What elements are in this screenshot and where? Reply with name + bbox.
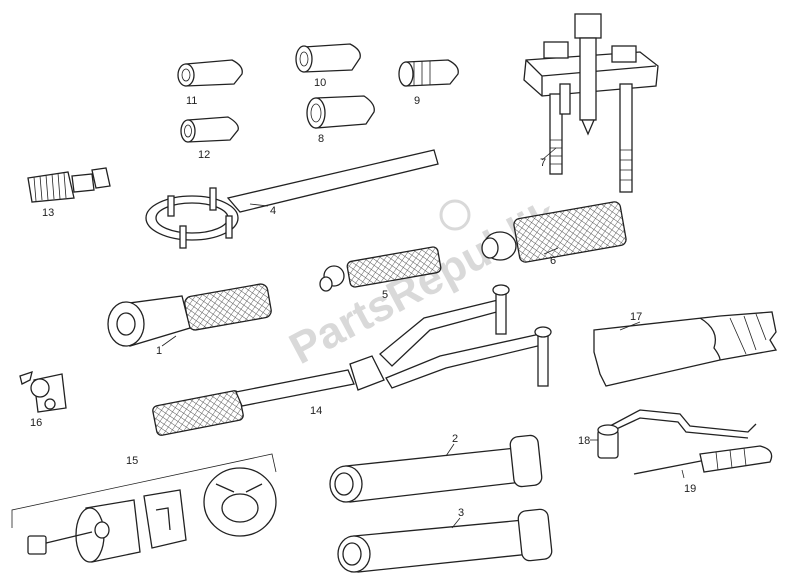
- part-6-knurled-drift: [481, 201, 627, 263]
- label-3: 3: [458, 507, 464, 519]
- part-8-tapered-sleeve: [306, 95, 375, 129]
- watermark-gear-icon: [439, 199, 471, 231]
- part-11-tapered-sleeve: [177, 59, 243, 87]
- part-4-pin-spanner-wrench: [145, 149, 439, 249]
- label-9: 9: [414, 95, 420, 107]
- label-14: 14: [310, 405, 322, 417]
- part-13-threaded-adapter: [27, 167, 111, 203]
- label-1: 1: [156, 345, 162, 357]
- label-11: 11: [186, 95, 197, 107]
- part-16-small-gear-tool: [19, 371, 67, 413]
- label-6: 6: [550, 255, 556, 267]
- label-13: 13: [42, 207, 54, 219]
- label-16: 16: [30, 417, 42, 429]
- label-12: 12: [198, 149, 210, 161]
- label-15: 15: [126, 455, 138, 467]
- part-9-slotted-sleeve: [398, 59, 459, 87]
- part-10-tapered-sleeve: [295, 43, 361, 73]
- part-15-bearing-extractor-set: [11, 453, 277, 563]
- label-8: 8: [318, 133, 324, 145]
- label-5: 5: [382, 289, 388, 301]
- label-10: 10: [314, 77, 326, 89]
- part-19-screwdriver: [633, 445, 773, 475]
- part-12-tapered-sleeve: [180, 116, 239, 143]
- label-18: 18: [578, 435, 590, 447]
- part-1-sleeve-tool: [107, 283, 272, 347]
- part-14-fork-holding-tool: [152, 284, 552, 436]
- label-4: 4: [270, 205, 276, 217]
- part-18-socket-wrench: [597, 409, 757, 459]
- part-5-knurled-punch: [319, 246, 442, 292]
- part-7-three-leg-puller: [523, 13, 659, 193]
- part-labels: 11 12 10 8 9 7 13 4 6 5 1 17 16 14 18 19…: [30, 77, 696, 529]
- label-7: 7: [540, 157, 546, 169]
- label-2: 2: [452, 433, 458, 445]
- part-2-bushing-driver: [329, 434, 543, 503]
- part-3-bushing-driver: [337, 508, 553, 573]
- part-17-tool-pouch: [593, 311, 778, 387]
- label-17: 17: [630, 311, 642, 323]
- label-19: 19: [684, 483, 696, 495]
